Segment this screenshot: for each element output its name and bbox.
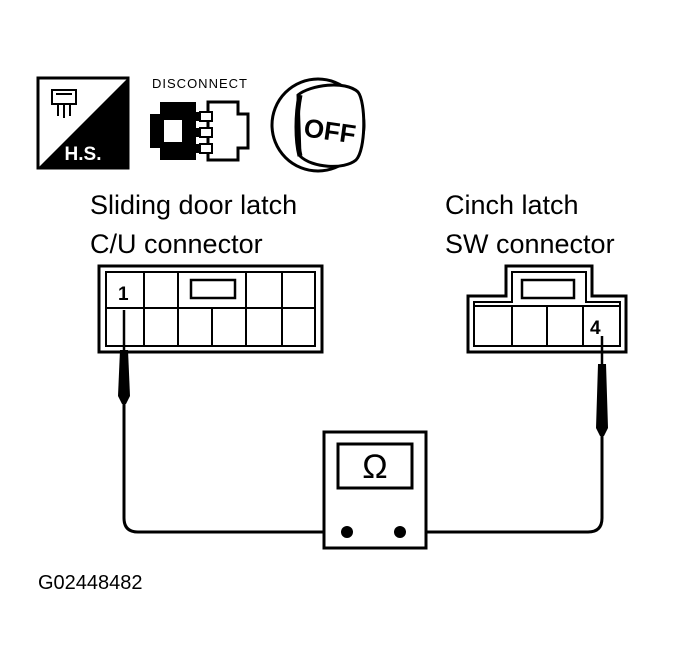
ignition-off-label: OFF <box>302 113 358 150</box>
right-test-lead <box>400 434 604 534</box>
left-probe <box>118 310 130 404</box>
left-connector-title-line2: C/U connector <box>90 229 263 259</box>
disconnect-label: DISCONNECT <box>152 76 248 91</box>
harness-side-icon: H.S. <box>36 76 130 170</box>
right-connector-title-line2: SW connector <box>445 229 615 259</box>
figure-code: G02448482 <box>38 572 143 594</box>
left-test-lead <box>122 402 346 534</box>
left-connector <box>97 264 324 354</box>
meter-terminal-positive <box>394 526 406 538</box>
ohm-symbol: Ω <box>362 448 387 486</box>
right-connector-pin-number: 4 <box>590 318 601 339</box>
right-connector-title-line1: Cinch latch <box>445 190 579 220</box>
right-probe <box>596 336 608 436</box>
left-connector-pin-number: 1 <box>118 284 129 305</box>
right-connector <box>466 264 628 354</box>
ohmmeter <box>322 430 428 550</box>
left-connector-title-line1: Sliding door latch <box>90 190 297 220</box>
meter-terminal-negative <box>341 526 353 538</box>
disconnect-icon: DISCONNECT <box>150 76 250 162</box>
hs-label: H.S. <box>65 144 102 165</box>
ignition-off-icon: OFF <box>270 77 366 173</box>
